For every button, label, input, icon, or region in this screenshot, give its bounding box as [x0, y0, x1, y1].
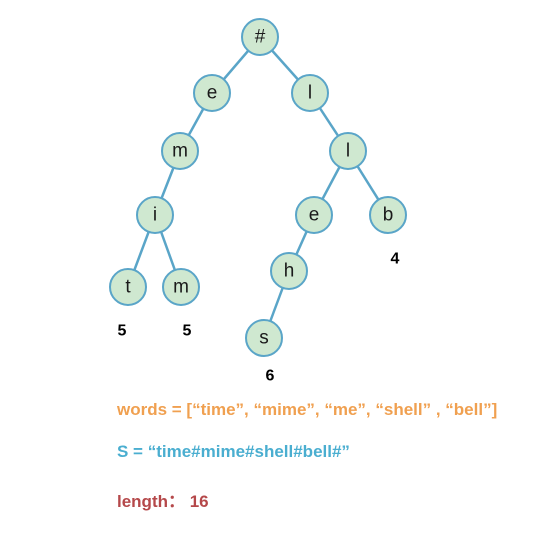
trie-node-n_e1: e [193, 74, 231, 112]
trie-node-n_h: h [270, 252, 308, 290]
node-circle [109, 268, 147, 306]
leaf-counts: 5 5 6 4 [118, 251, 400, 385]
encoded-string: S = “time#mime#shell#bell#” [117, 442, 350, 461]
leaf-count-n_m2: 5 [183, 323, 192, 340]
trie-node-n_b: b [369, 196, 407, 234]
node-label: l [346, 141, 350, 162]
node-label: # [255, 27, 266, 48]
node-circle [270, 252, 308, 290]
node-label: s [259, 328, 269, 349]
trie-node-n_m1: m [161, 132, 199, 170]
node-label: e [207, 83, 218, 104]
trie-node-n_l2: l [329, 132, 367, 170]
node-circle [291, 74, 329, 112]
node-label: l [308, 83, 312, 104]
trie-nodes: # e l m l i e b t m h s [109, 18, 407, 357]
trie-node-n_l1: l [291, 74, 329, 112]
node-circle [136, 196, 174, 234]
node-label: m [172, 141, 188, 162]
node-circle [329, 132, 367, 170]
leaf-count-n_s: 6 [266, 368, 275, 385]
trie-node-n_s: s [245, 319, 283, 357]
node-circle [245, 319, 283, 357]
trie-node-n_t: t [109, 268, 147, 306]
trie-node-n_i: i [136, 196, 174, 234]
node-label: i [153, 205, 157, 226]
node-circle [162, 268, 200, 306]
trie-node-root: # [241, 18, 279, 56]
node-label: t [125, 277, 131, 298]
node-label: e [309, 205, 320, 226]
node-circle [369, 196, 407, 234]
trie-node-n_e2: e [295, 196, 333, 234]
node-label: b [383, 205, 394, 226]
trie-node-n_m2: m [162, 268, 200, 306]
node-circle [241, 18, 279, 56]
words-list: words = [“time”, “mime”, “me”, “shell” ,… [117, 400, 498, 419]
length-value: length： 16 [117, 492, 209, 511]
node-circle [193, 74, 231, 112]
node-circle [295, 196, 333, 234]
node-label: m [173, 277, 189, 298]
leaf-count-n_b: 4 [391, 251, 400, 268]
node-circle [161, 132, 199, 170]
leaf-count-n_t: 5 [118, 323, 127, 340]
node-label: h [284, 261, 295, 282]
